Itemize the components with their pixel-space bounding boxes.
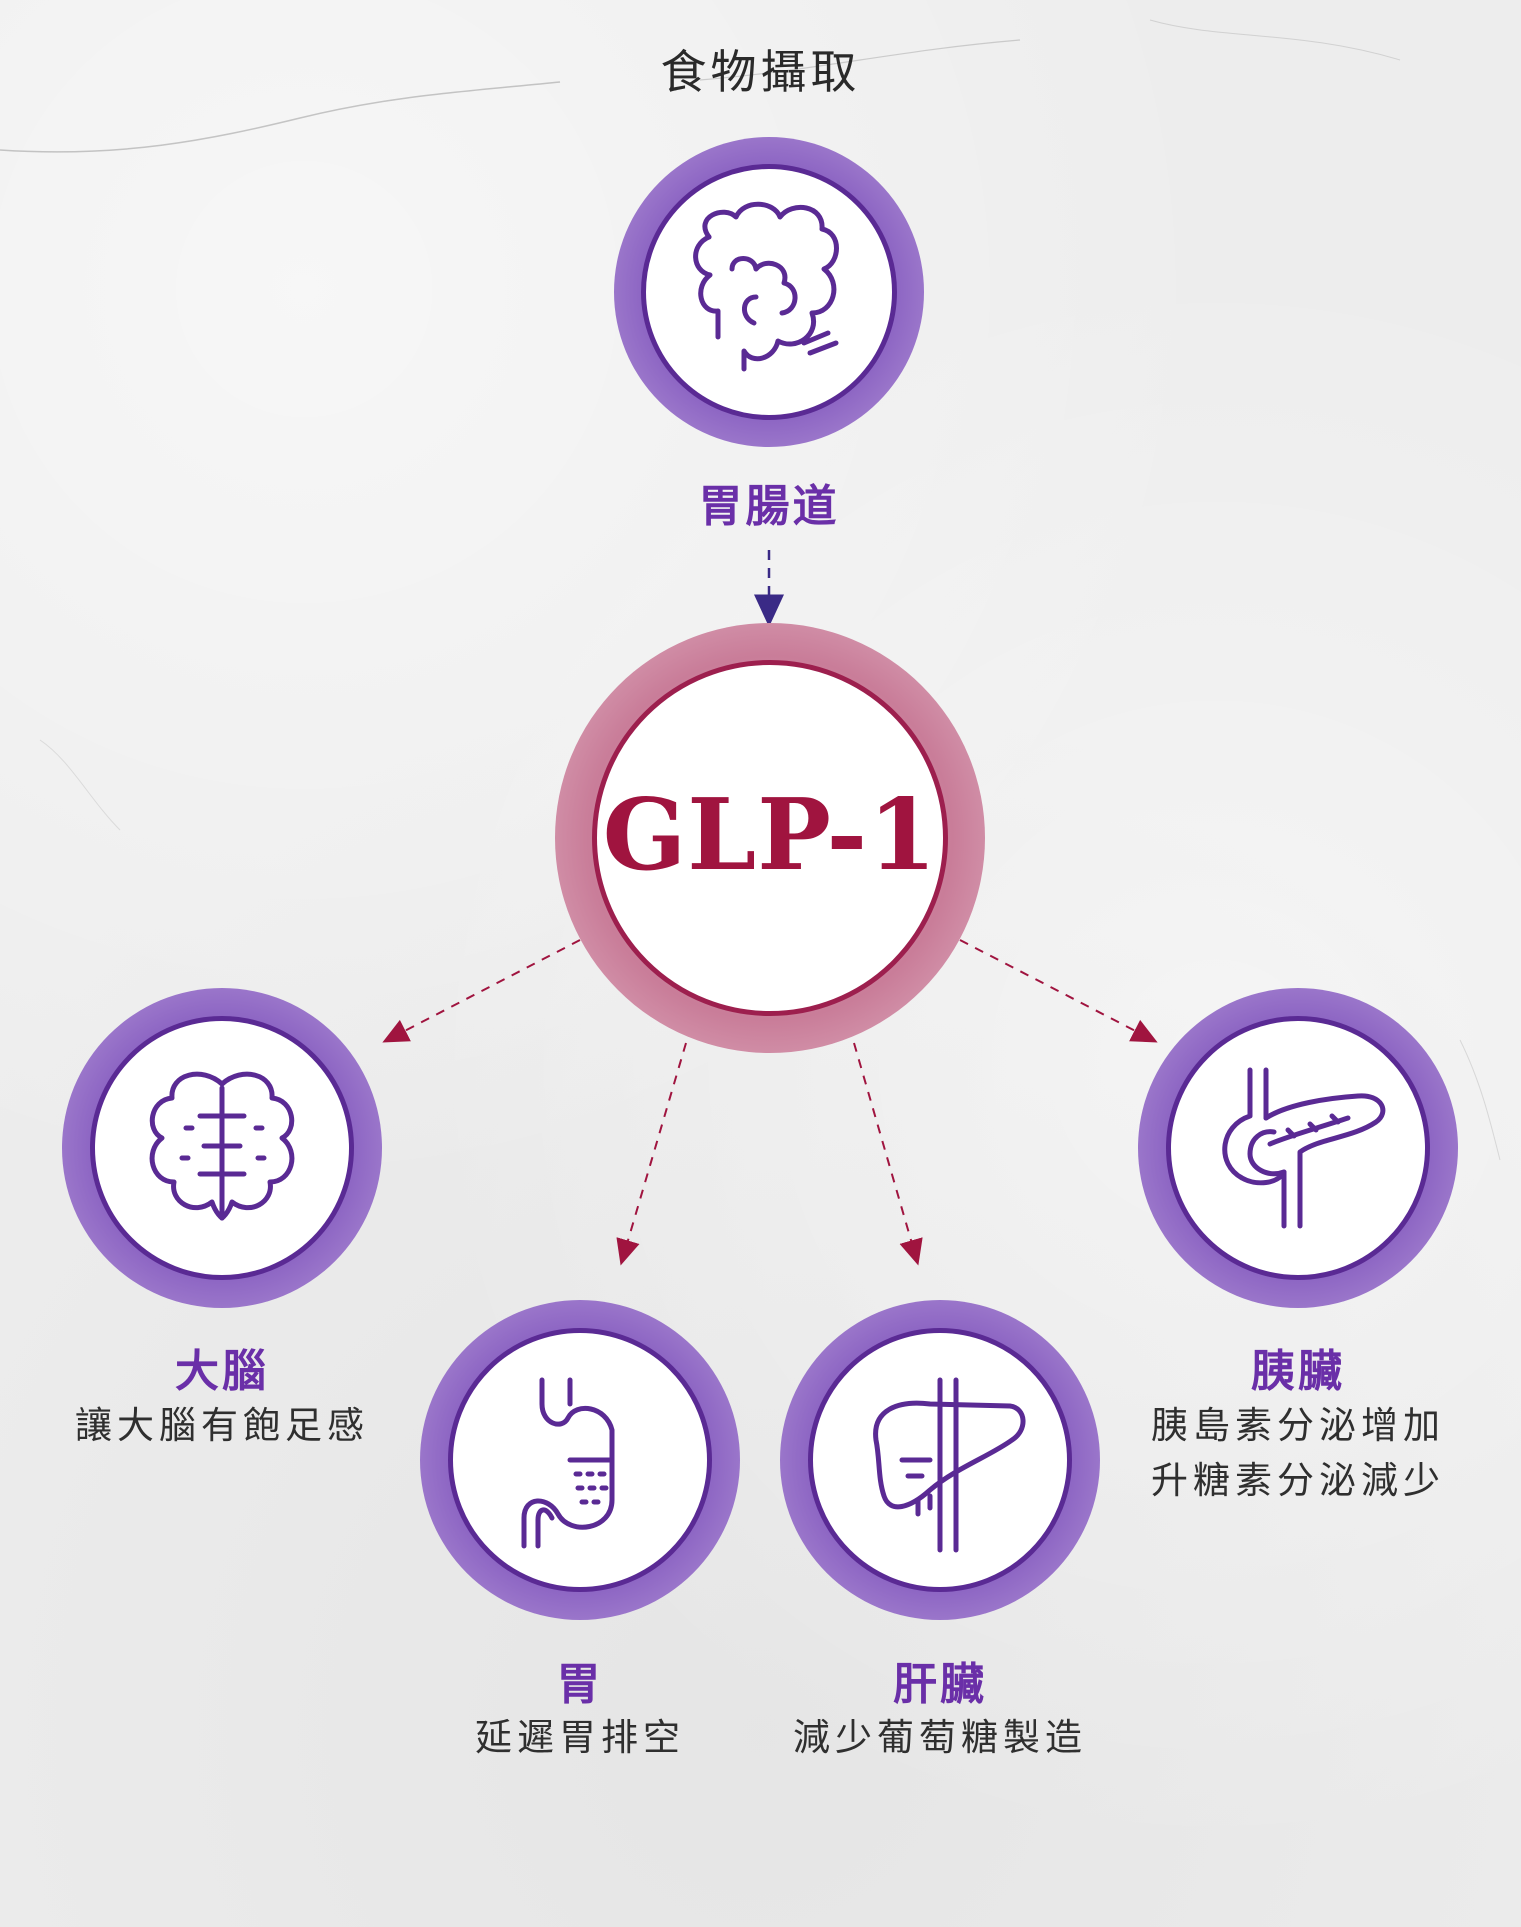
node-liver: [780, 1300, 1100, 1620]
intestine-icon: [693, 201, 839, 372]
desc-stomach: 延遲胃排空: [475, 1716, 685, 1759]
label-liver: 肝臟: [893, 1659, 987, 1710]
desc-pancreas-line1: 胰島素分泌增加: [1151, 1404, 1445, 1447]
node-glp1-inner: [592, 660, 948, 1016]
node-stomach-inner: [448, 1328, 712, 1592]
node-brain: [62, 988, 382, 1308]
node-gut-inner: [641, 164, 897, 420]
title-food-intake: 食物攝取: [660, 45, 861, 99]
desc-brain: 讓大腦有飽足感: [75, 1404, 369, 1447]
arrow-glp1-to-liver: [853, 1042, 923, 1266]
label-brain: 大腦: [175, 1346, 269, 1397]
glp1-text: GLP-1: [602, 778, 938, 894]
node-pancreas-inner: [1166, 1016, 1430, 1280]
desc-pancreas-line2: 升糖素分泌減少: [1151, 1459, 1445, 1502]
label-stomach: 胃: [556, 1659, 604, 1710]
label-gut: 胃腸道: [698, 481, 840, 532]
liver-icon: [873, 1377, 1026, 1553]
stomach-icon: [521, 1377, 615, 1549]
node-stomach: [420, 1300, 740, 1620]
arrow-glp1-to-brain: [382, 939, 581, 1043]
node-pancreas: [1138, 988, 1458, 1308]
arrow-glp1-to-stomach: [616, 1042, 687, 1266]
desc-liver: 減少葡萄糖製造: [793, 1716, 1087, 1759]
arrow-glp1-to-pancreas: [959, 939, 1158, 1043]
node-glp1: GLP-1: [555, 623, 985, 1053]
brain-icon: [149, 1071, 295, 1221]
label-pancreas: 胰臟: [1251, 1346, 1345, 1397]
pancreas-icon: [1222, 1067, 1386, 1229]
node-gut: [614, 137, 924, 447]
